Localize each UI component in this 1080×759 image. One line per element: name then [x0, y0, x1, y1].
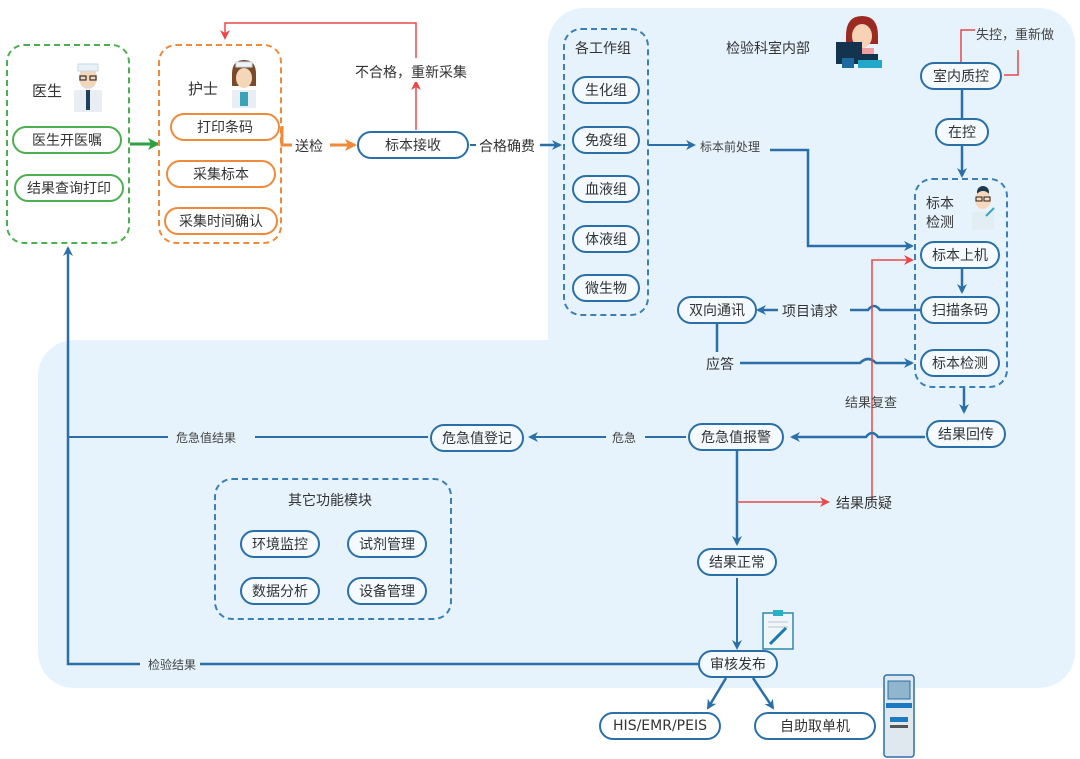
lab-title: 检验科室内部	[726, 41, 810, 57]
doctor-title: 医生	[32, 82, 63, 100]
module-data-analysis[interactable]: 数据分析	[240, 577, 320, 605]
lab-region-bottom	[38, 340, 1075, 688]
arrow-result-recheck	[871, 255, 914, 500]
qc-fail-label: 失控，重新做	[976, 28, 1055, 43]
nurse-item-collect-specimen[interactable]: 采集标本	[166, 160, 276, 188]
node-self-service-kiosk[interactable]: 自助取单机	[754, 712, 876, 740]
other-modules-title: 其它功能模块	[288, 493, 372, 509]
doctor-item-result-print[interactable]: 结果查询打印	[14, 174, 124, 202]
item-request-label: 项目请求	[778, 301, 842, 321]
work-group-biochemistry[interactable]: 生化组	[572, 76, 640, 104]
pretreatment-label: 标本前处理	[696, 138, 765, 155]
module-environment-monitor[interactable]: 环境监控	[240, 530, 320, 558]
clipboard-icon	[762, 610, 794, 650]
node-bidirectional-comm[interactable]: 双向通讯	[677, 296, 757, 324]
node-scan-barcode[interactable]: 扫描条码	[920, 296, 1000, 324]
node-specimen-reception[interactable]: 标本接收	[357, 131, 469, 159]
work-group-microbiology[interactable]: 微生物	[572, 274, 640, 302]
lab-technician-icon	[836, 16, 882, 68]
result-recheck-label: 结果复查	[845, 396, 898, 411]
critical-label: 危急	[608, 429, 641, 446]
work-group-hematology[interactable]: 血液组	[572, 175, 640, 203]
node-review-publish[interactable]: 审核发布	[698, 650, 778, 678]
node-specimen-load[interactable]: 标本上机	[920, 241, 1000, 269]
work-group-immunology[interactable]: 免疫组	[572, 126, 640, 154]
arrow-nurse-to-reception	[280, 126, 355, 145]
test-result-label: 检验结果	[144, 656, 201, 673]
result-doubt-label[interactable]: 结果质疑	[836, 496, 892, 512]
arrow-results-to-doctor	[68, 248, 698, 666]
arrow-review-to-kiosk	[751, 677, 775, 710]
nurse-icon	[232, 60, 256, 108]
nurse-title: 护士	[188, 80, 219, 98]
node-in-control[interactable]: 在控	[935, 118, 989, 146]
work-groups-container	[563, 28, 649, 316]
node-critical-alarm[interactable]: 危急值报警	[688, 423, 784, 451]
arrow-return-to-alarm	[790, 431, 925, 442]
send-label: 送检	[292, 136, 326, 156]
node-his-emr-peis[interactable]: HIS/EMR/PEIS	[599, 712, 721, 740]
node-critical-register[interactable]: 危急值登记	[430, 424, 524, 452]
work-group-body-fluid[interactable]: 体液组	[572, 225, 640, 253]
reject-label: 不合格，重新采集	[352, 62, 470, 82]
node-internal-qc[interactable]: 室内质控	[920, 62, 1002, 90]
critical-result-label: 危急值结果	[172, 429, 241, 446]
qc-fail-loop	[960, 29, 1019, 76]
module-reagent-management[interactable]: 试剂管理	[347, 530, 427, 558]
kiosk-icon	[883, 674, 915, 758]
tester-icon	[972, 186, 995, 230]
arrow-reply-to-detect	[740, 357, 914, 368]
arrow-reject-back	[220, 22, 417, 58]
arrow-pretreatment-to-testing	[770, 148, 914, 251]
accept-label: 合格确费	[476, 136, 538, 156]
testing-title-line2: 检测	[926, 215, 954, 231]
reply-label: 应答	[702, 354, 738, 374]
doctor-group	[6, 44, 130, 244]
nurse-group	[158, 44, 282, 244]
arrow-review-to-his	[706, 677, 728, 710]
doctor-icon	[74, 63, 102, 112]
other-modules-container	[214, 478, 452, 620]
node-result-normal[interactable]: 结果正常	[697, 548, 777, 576]
node-specimen-detect[interactable]: 标本检测	[920, 349, 1000, 377]
module-device-management[interactable]: 设备管理	[347, 577, 427, 605]
nurse-item-print-barcode[interactable]: 打印条码	[170, 113, 280, 141]
work-groups-title: 各工作组	[575, 41, 631, 57]
testing-title-line1: 标本	[926, 196, 954, 212]
doctor-item-order[interactable]: 医生开医嘱	[12, 126, 122, 154]
node-result-return[interactable]: 结果回传	[926, 420, 1006, 448]
nurse-item-confirm-time[interactable]: 采集时间确认	[164, 207, 278, 235]
specimen-testing-container	[914, 178, 1008, 388]
